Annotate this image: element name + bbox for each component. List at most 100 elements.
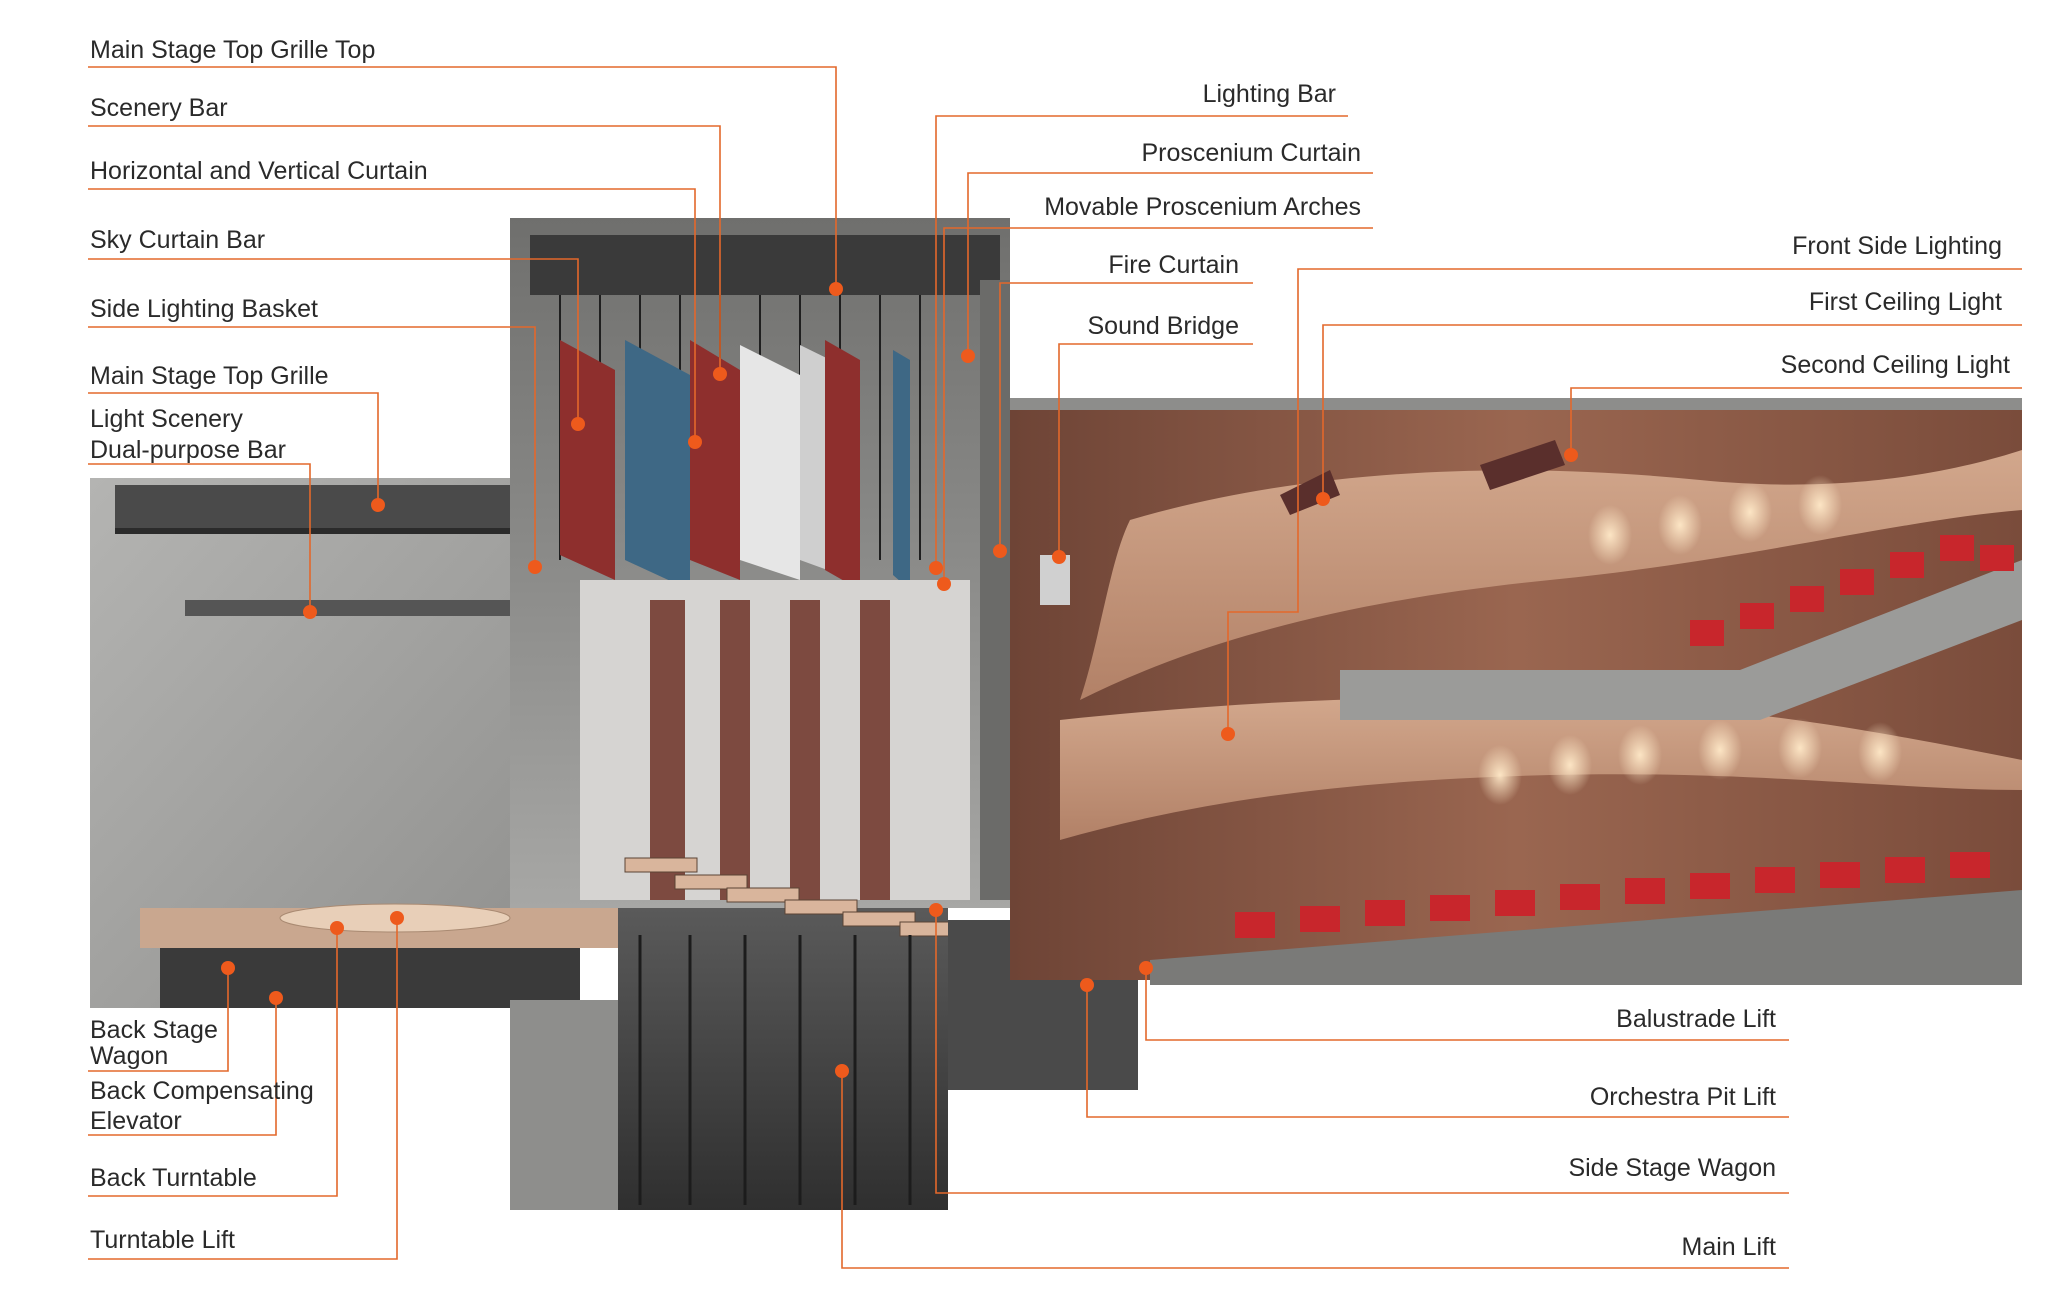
dot-front-side-lighting — [1221, 727, 1235, 741]
label-light-scenery-line2: Dual-purpose Bar — [90, 436, 286, 464]
callout-dots — [221, 282, 1578, 1078]
dot-proscenium-curtain — [961, 349, 975, 363]
leader-sound-bridge — [1058, 343, 1253, 557]
label-back-turntable: Back Turntable — [90, 1164, 257, 1192]
dot-main-stage-top-grille-top — [829, 282, 843, 296]
dot-orchestra-pit-lift — [1080, 978, 1094, 992]
dot-horizontal-vertical-curtain — [688, 435, 702, 449]
auditorium — [1010, 398, 2022, 985]
lift-columns — [638, 935, 912, 1205]
grille-beam — [115, 528, 555, 534]
dot-back-compensating — [269, 991, 283, 1005]
label-balustrade-lift: Balustrade Lift — [1616, 1005, 1776, 1033]
fly-tower — [510, 218, 1010, 908]
stalls-seats — [1235, 852, 1990, 938]
leader-sky-curtain-bar — [88, 258, 579, 424]
label-proscenium-curtain: Proscenium Curtain — [1141, 139, 1361, 167]
leader-lighting-bar — [935, 115, 1348, 568]
label-back-stage-wagon-line2: Wagon — [90, 1042, 169, 1070]
leader-movable-proscenium-arches — [943, 227, 1373, 584]
leader-first-ceiling-light — [1322, 324, 2022, 499]
dot-light-scenery — [303, 605, 317, 619]
ceiling-ribbon-upper — [1080, 450, 2022, 700]
white-curtain — [740, 345, 800, 580]
dot-side-lighting-basket — [528, 560, 542, 574]
dot-sky-curtain-bar — [571, 417, 585, 431]
leader-main-stage-top-grille — [88, 392, 379, 505]
back-stage-wagon-body — [160, 948, 580, 1008]
dot-lighting-bar — [929, 561, 943, 575]
label-main-stage-top-grille: Main Stage Top Grille — [90, 362, 329, 390]
sound-bridge-unit — [1040, 555, 1070, 605]
wall-downlights — [1478, 475, 1902, 805]
label-main-stage-top-grille-top: Main Stage Top Grille Top — [90, 36, 376, 64]
blue-curtain-2 — [893, 350, 910, 590]
dot-first-ceiling-light — [1316, 492, 1330, 506]
vertical-stage-flats — [650, 600, 890, 900]
leader-balustrade-lift — [1145, 968, 1789, 1041]
label-scenery-bar: Scenery Bar — [90, 94, 228, 122]
label-back-compensating-line1: Back Compensating — [90, 1077, 314, 1105]
label-turntable-lift: Turntable Lift — [90, 1226, 235, 1254]
label-main-lift: Main Lift — [1681, 1233, 1776, 1261]
dot-back-stage-wagon — [221, 961, 235, 975]
light-scenery-bar-rig — [185, 600, 515, 616]
dot-back-turntable — [330, 921, 344, 935]
dot-movable-proscenium-arches — [937, 577, 951, 591]
proscenium-arch — [980, 280, 1010, 900]
dot-fire-curtain — [993, 544, 1007, 558]
dot-balustrade-lift — [1139, 961, 1153, 975]
label-sound-bridge: Sound Bridge — [1087, 312, 1239, 340]
blue-curtain — [625, 340, 690, 590]
leader-light-scenery — [88, 463, 311, 612]
label-back-stage-wagon-line1: Back Stage — [90, 1016, 218, 1044]
leader-fire-curtain — [999, 282, 1253, 551]
leader-back-compensating — [88, 998, 277, 1136]
label-sky-curtain-bar: Sky Curtain Bar — [90, 226, 266, 254]
lift-pit — [618, 908, 948, 1210]
balcony-seats — [1690, 535, 2014, 646]
dot-main-stage-top-grille — [371, 498, 385, 512]
dot-main-lift — [835, 1064, 849, 1078]
label-first-ceiling-light: First Ceiling Light — [1808, 288, 2002, 316]
label-light-scenery-line1: Light Scenery — [90, 405, 243, 433]
leader-back-turntable — [88, 928, 338, 1197]
label-back-compensating-line2: Elevator — [90, 1107, 182, 1135]
stalls-rake — [1150, 890, 2022, 985]
leader-side-lighting-basket — [88, 326, 536, 567]
leader-second-ceiling-light — [1570, 387, 2022, 455]
label-movable-proscenium-arches: Movable Proscenium Arches — [1044, 193, 1361, 221]
dot-second-ceiling-light — [1564, 448, 1578, 462]
leader-horizontal-vertical-curtain — [88, 188, 696, 442]
label-second-ceiling-light: Second Ceiling Light — [1780, 351, 2010, 379]
label-horizontal-vertical-curtain: Horizontal and Vertical Curtain — [90, 157, 428, 185]
leader-turntable-lift — [88, 918, 398, 1260]
dot-sound-bridge — [1052, 550, 1066, 564]
basement-wall — [510, 1000, 620, 1210]
leader-scenery-bar — [88, 125, 721, 374]
red-curtain-3 — [825, 340, 860, 590]
ceiling-light-housing-1 — [1280, 470, 1340, 515]
label-fire-curtain: Fire Curtain — [1108, 251, 1239, 279]
main-stage-back-wall — [580, 580, 970, 900]
leader-side-stage-wagon — [935, 910, 1789, 1194]
label-orchestra-pit-lift: Orchestra Pit Lift — [1589, 1083, 1776, 1111]
dot-side-stage-wagon — [929, 903, 943, 917]
red-curtain-2 — [690, 340, 740, 580]
ceiling-light-housing-2 — [1480, 440, 1565, 490]
leader-proscenium-curtain — [967, 172, 1373, 356]
leader-orchestra-pit-lift — [1086, 985, 1789, 1118]
leader-main-lift — [841, 1071, 1789, 1269]
label-front-side-lighting: Front Side Lighting — [1792, 232, 2002, 260]
grid-ironwork — [530, 235, 1000, 295]
lift-platforms — [624, 857, 961, 937]
leader-lines — [88, 66, 2022, 1269]
ceiling-slab — [1010, 398, 2022, 410]
dot-turntable-lift — [390, 911, 404, 925]
leader-front-side-lighting — [1227, 268, 2022, 734]
top-grille-frame — [115, 485, 555, 530]
balcony — [1340, 560, 2022, 720]
label-side-lighting-basket: Side Lighting Basket — [90, 295, 318, 323]
